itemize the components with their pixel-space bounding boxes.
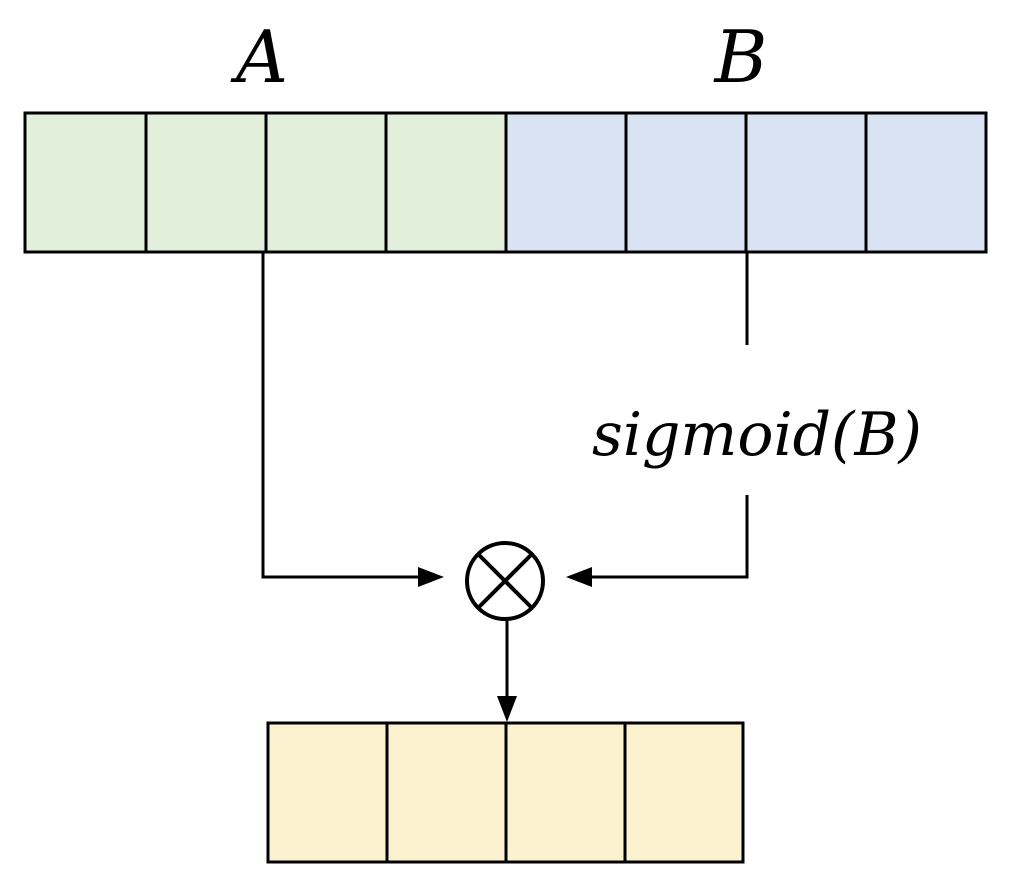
input-a-cell-2 <box>144 111 268 254</box>
arrowhead-output <box>497 696 517 722</box>
output-cell-2 <box>385 721 508 864</box>
output-vector <box>266 721 745 864</box>
input-b-cell-3 <box>744 111 868 254</box>
connector-sigmoid-to-multiply <box>590 495 749 579</box>
sigmoid-label: sigmoid(B) <box>592 400 922 470</box>
arrowhead-a <box>418 567 444 587</box>
multiply-operator-icon <box>465 541 545 621</box>
output-cell-1 <box>266 721 389 864</box>
input-b-cell-4 <box>864 111 988 254</box>
output-cell-3 <box>504 721 627 864</box>
input-a-cell-4 <box>384 111 508 254</box>
input-b-cell-1 <box>504 111 628 254</box>
input-vector-a <box>23 111 508 254</box>
input-b-cell-2 <box>624 111 748 254</box>
input-vector-b <box>504 111 988 254</box>
output-cell-4 <box>623 721 745 864</box>
label-b: B <box>713 15 768 99</box>
input-a-cell-3 <box>264 111 388 254</box>
arrowhead-sigmoid <box>566 567 592 587</box>
input-a-cell-1 <box>23 111 148 254</box>
label-a: A <box>230 15 288 99</box>
connector-a-to-multiply <box>261 252 420 579</box>
